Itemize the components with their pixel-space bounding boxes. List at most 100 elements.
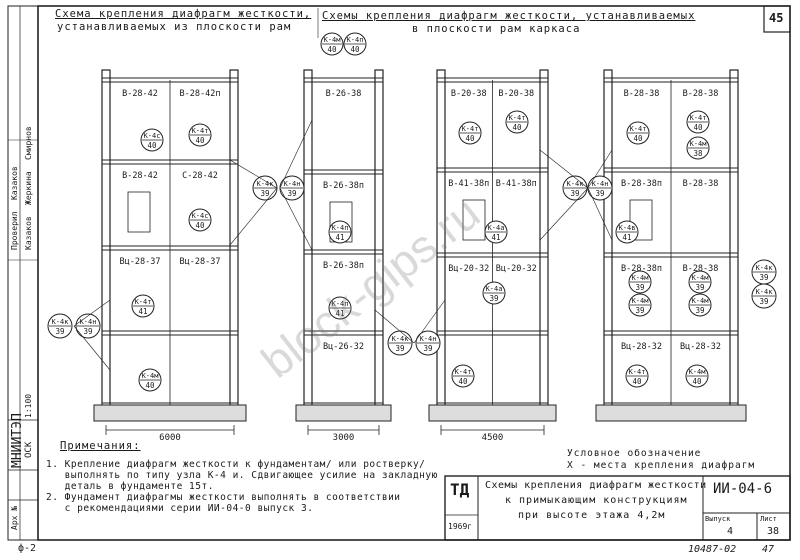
span-dimension: 6000 — [105, 425, 235, 443]
side-dept: ОСК — [24, 441, 34, 458]
node-code: К-4м — [689, 368, 707, 376]
side-org: МНИИТЭП — [10, 413, 25, 468]
floor-slab — [303, 330, 384, 336]
floor-slab — [101, 159, 239, 165]
node-code: К-4м — [690, 140, 708, 148]
node-sheet: 41 — [622, 233, 631, 242]
floor-slab — [303, 249, 384, 255]
panel-label: В-41-38п — [448, 179, 489, 189]
node-code: К-4м — [142, 372, 160, 380]
node-sheet: 40 — [692, 377, 702, 386]
side-person-5: Казаков — [10, 166, 19, 200]
node-sheet: 40 — [458, 377, 468, 386]
leader-line — [374, 309, 415, 344]
floor-slab — [436, 167, 549, 173]
floor-slab — [436, 77, 549, 83]
door-opening — [462, 199, 486, 241]
floor-slab — [436, 252, 549, 258]
connector-sheet: 39 — [759, 297, 768, 306]
connector-code: К-4к — [756, 264, 774, 272]
panel-label: В-28-38п — [621, 179, 662, 189]
title-block-frame — [444, 475, 791, 541]
connector-sheet: 39 — [395, 344, 404, 353]
notes-item-2: 2. Фундамент диафрагмы жесткости выполня… — [46, 492, 401, 514]
panel-label: С-28-42 — [182, 171, 218, 181]
panel-label: Вц-28-32 — [680, 342, 721, 352]
node-sheet: 40 — [195, 221, 205, 230]
issue-value: 4 — [727, 526, 734, 537]
leader-line — [587, 187, 613, 241]
panel-label: В-26-38п — [323, 181, 364, 191]
node-sheet: 40 — [145, 381, 155, 390]
node-code: К-4т — [690, 114, 707, 122]
node-sheet: 39 — [695, 283, 704, 292]
floor-slab — [303, 169, 384, 175]
connector-sheet: 39 — [759, 273, 768, 282]
node-code: К-4п — [332, 300, 349, 308]
connector-sheet: 39 — [595, 189, 604, 198]
connector-sheet: 39 — [260, 189, 269, 198]
node-code: К-4т — [192, 127, 209, 135]
connector-code: К-4н — [420, 335, 437, 343]
footer-form: ф-2 — [18, 543, 37, 554]
leader-line — [279, 187, 313, 251]
node-code: К-4т — [462, 125, 479, 133]
panel-label: В-26-38 — [326, 89, 362, 99]
header-center-line1: Схемы крепления диафрагм жесткости, уста… — [322, 10, 696, 22]
node-sheet: 40 — [327, 45, 337, 54]
node-sheet: 40 — [465, 134, 475, 143]
connector-code: К-4к — [567, 180, 585, 188]
node-sheet: 40 — [350, 45, 360, 54]
panel-label: В-20-38 — [498, 89, 534, 99]
series-code: ИИ-04-6 — [713, 481, 773, 497]
leader-line — [73, 299, 111, 327]
connector-code: К-4к — [756, 288, 774, 296]
door-opening — [127, 191, 151, 233]
leader-line — [539, 187, 589, 241]
node-sheet: 40 — [195, 136, 205, 145]
footer-code: 10487-02 — [688, 544, 737, 555]
node-code: К-4в — [619, 224, 636, 232]
leader-line — [539, 149, 589, 189]
node-code: К-4м — [692, 274, 710, 282]
floor-slab — [436, 330, 549, 336]
connectors-layer: К-4к39К-4н39К-4к39К-4н39К-4к39К-4н39К-4к… — [47, 119, 777, 371]
connector-sheet: 39 — [570, 189, 579, 198]
footer-page: 47 — [762, 544, 775, 555]
floor-slab — [101, 77, 239, 83]
node-code: К-4м — [692, 297, 710, 305]
column — [729, 69, 739, 411]
legend-text: Х - места крепления диафрагм — [567, 460, 756, 471]
node-code: К-4т — [630, 125, 647, 133]
connector-code: К-4к — [52, 318, 70, 326]
node-sheet: 40 — [632, 377, 642, 386]
panel-label: В-20-38 — [451, 89, 487, 99]
panel-label: В-28-42 — [122, 171, 158, 181]
side-scale: 1:100 — [24, 393, 33, 418]
floor-slab — [603, 77, 739, 83]
panel-label: В-26-38п — [323, 261, 364, 271]
connector-sheet: 39 — [83, 327, 92, 336]
node-sheet: 40 — [693, 123, 703, 132]
span-value: 6000 — [159, 433, 181, 443]
header-left-line2: устанавливаемых из плоскости рам — [57, 21, 292, 33]
